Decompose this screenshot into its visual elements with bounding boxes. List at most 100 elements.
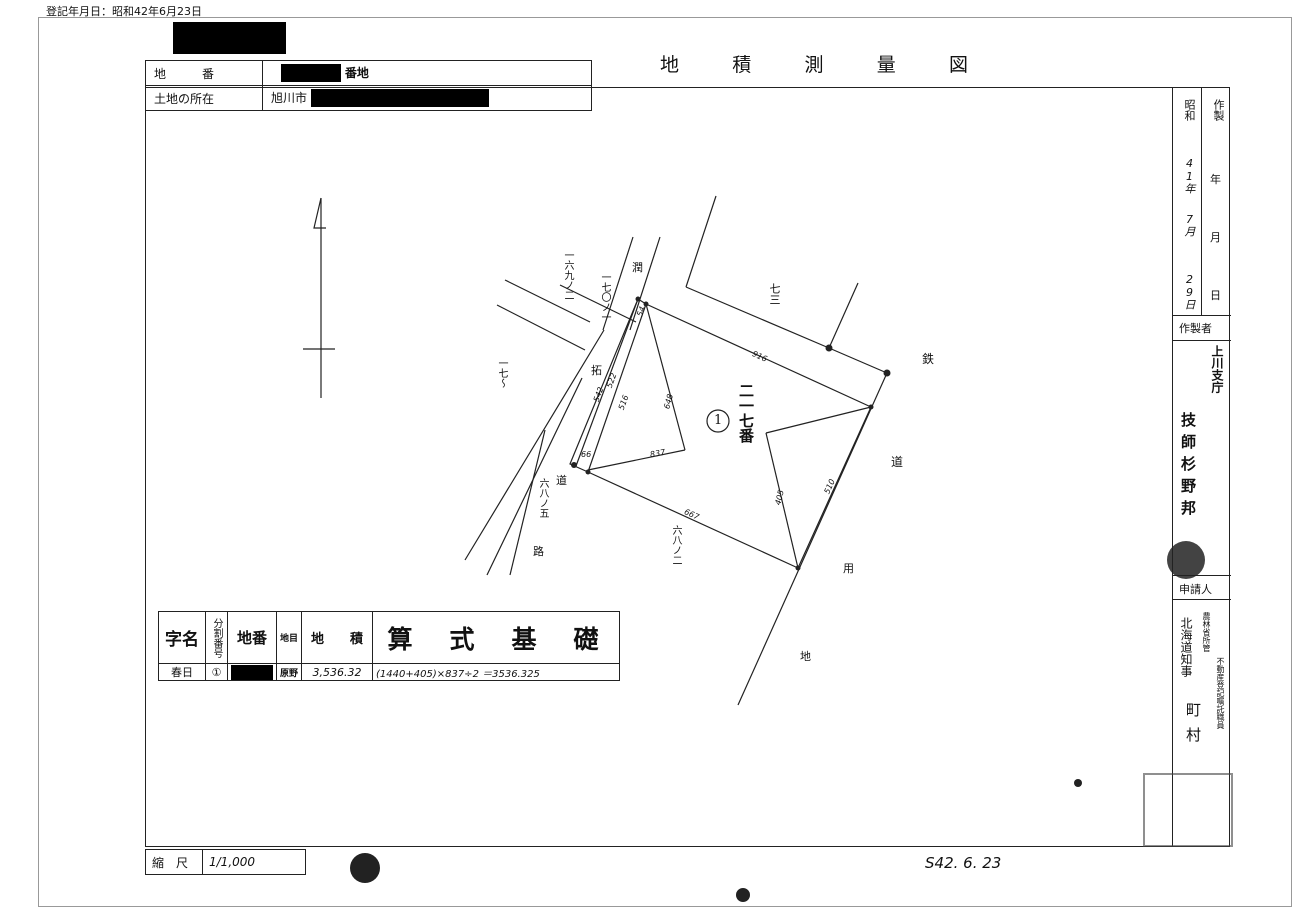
day-label: 日 bbox=[1210, 289, 1221, 302]
sidebar: 昭和 作製 41年 年 7月 月 29日 日 作製者 上川支庁 技師杉野邦 申請… bbox=[1143, 87, 1233, 847]
location-label: 土地の所在 bbox=[145, 85, 263, 111]
document-title: 地 積 測 量 図 bbox=[660, 50, 970, 77]
seal-stamp bbox=[1167, 541, 1205, 579]
applicant-label: 申請人 bbox=[1179, 583, 1212, 596]
col-split: 分割番号 bbox=[205, 611, 228, 664]
sidebar-rule bbox=[1173, 340, 1231, 341]
redaction-top bbox=[173, 22, 286, 54]
road-line bbox=[685, 195, 717, 288]
survey-point bbox=[868, 404, 874, 410]
scale-label: 縮 尺 bbox=[145, 849, 203, 875]
redaction-location bbox=[310, 89, 489, 108]
dimension-label: 66 bbox=[581, 450, 592, 459]
ink-blot bbox=[350, 853, 380, 883]
registration-date: 登記年月日：昭和42年6月23日 bbox=[46, 5, 202, 18]
title-char: 積 bbox=[732, 54, 754, 76]
title-char: 測 bbox=[804, 54, 826, 76]
applicant-title: 北海道知事 bbox=[1179, 617, 1193, 677]
row-aza: 春日 bbox=[158, 663, 206, 681]
survey-point bbox=[585, 469, 591, 475]
road-line bbox=[737, 372, 888, 706]
applicant-role: 不動産登記嘱託職員 bbox=[1216, 657, 1225, 729]
area-calc-table: 字名 分割番号 地番 地目 地 積 算 式 基 礎 春日 ① 原野 3,536.… bbox=[158, 611, 620, 681]
made-label: 作製 bbox=[1212, 99, 1225, 121]
road-line bbox=[629, 236, 661, 331]
use-label: 用 bbox=[843, 562, 854, 575]
lot-label: 地 番 bbox=[145, 60, 263, 86]
day-value: 29日 bbox=[1183, 273, 1196, 310]
parcel-number: 1 bbox=[714, 413, 723, 428]
year-value: 41年 bbox=[1183, 157, 1196, 194]
road-line bbox=[602, 236, 634, 331]
redaction-lot bbox=[281, 64, 341, 83]
row-split: ① bbox=[205, 663, 228, 681]
row-lot bbox=[227, 663, 277, 681]
maker-label: 作製者 bbox=[1179, 322, 1212, 335]
lot-number-main: 二一七番 bbox=[737, 383, 755, 443]
road-line bbox=[504, 279, 591, 323]
adjacent-lot-17: 一七〜 bbox=[496, 358, 507, 388]
year-label: 年 bbox=[1210, 173, 1221, 186]
parcel-diagonal bbox=[575, 298, 639, 467]
survey-point bbox=[643, 301, 649, 307]
parcel-diagonal bbox=[765, 406, 872, 434]
lot-cell: 番地 bbox=[262, 60, 592, 86]
applicant-ministry: 農林省所管 bbox=[1202, 612, 1211, 652]
survey-point bbox=[795, 565, 801, 571]
road-line bbox=[559, 284, 637, 323]
road-line bbox=[509, 429, 546, 576]
location-cell: 旭川市 bbox=[262, 85, 592, 111]
parcel-boundary bbox=[569, 298, 872, 569]
road-line bbox=[828, 347, 888, 374]
adjacent-lot-170: 一七〇ノ一 bbox=[599, 272, 610, 322]
ink-blot bbox=[736, 888, 750, 902]
road-line bbox=[828, 282, 859, 349]
road-line bbox=[464, 329, 605, 561]
parcel-diagonal bbox=[587, 303, 647, 473]
header-table: 地 番 番地 土地の所在 旭川市 bbox=[145, 60, 592, 111]
sidebar-rule bbox=[1173, 575, 1231, 576]
title-char: 図 bbox=[948, 54, 970, 76]
parcel-number-circle bbox=[706, 409, 730, 433]
col-aza: 字名 bbox=[158, 611, 206, 664]
adjacent-lot-169: 一六九ノ二 bbox=[562, 250, 573, 300]
road-label-3: 路 bbox=[533, 545, 544, 558]
col-lot: 地番 bbox=[227, 611, 277, 664]
row-area: 3,536.32 bbox=[301, 663, 373, 681]
survey-point bbox=[571, 462, 577, 468]
month-label: 月 bbox=[1210, 231, 1221, 244]
lot-suffix: 番地 bbox=[344, 65, 369, 80]
document-frame bbox=[38, 17, 1292, 907]
office-name: 上川支庁 bbox=[1210, 345, 1224, 393]
north-arrow-head bbox=[313, 197, 326, 229]
triangle-base bbox=[587, 449, 686, 471]
applicant-name: 町村 bbox=[1184, 702, 1202, 752]
redaction-lot-table bbox=[231, 664, 273, 680]
survey-point bbox=[825, 344, 833, 352]
sidebar-divider bbox=[1201, 87, 1202, 315]
sidebar-rule bbox=[1173, 315, 1231, 316]
canal-label: 潤 bbox=[632, 261, 643, 274]
road-label-2: 道 bbox=[556, 474, 567, 487]
triangle-height bbox=[645, 303, 686, 451]
triangle-height bbox=[765, 432, 799, 569]
location-value: 旭川市 bbox=[271, 90, 308, 105]
road-line bbox=[486, 377, 583, 576]
road-line bbox=[685, 286, 830, 349]
scale-table: 縮 尺 1/1,000 bbox=[145, 849, 306, 875]
land-label: 地 bbox=[800, 650, 811, 663]
road-line bbox=[496, 304, 586, 351]
row-formula: (1440+405)×837÷2 ＝3536.325 bbox=[372, 663, 620, 681]
month-value: 7月 bbox=[1183, 213, 1196, 237]
survey-point bbox=[883, 369, 891, 377]
row-category: 原野 bbox=[276, 663, 302, 681]
ink-blot bbox=[1074, 779, 1082, 787]
maker-name: 技師杉野邦 bbox=[1179, 412, 1197, 522]
col-formula: 算 式 基 礎 bbox=[372, 611, 620, 664]
title-char: 量 bbox=[876, 54, 898, 76]
title-char: 地 bbox=[660, 54, 682, 76]
map-border bbox=[145, 87, 1230, 847]
railway-label: 鉄 bbox=[922, 352, 935, 366]
col-category: 地目 bbox=[276, 611, 302, 664]
